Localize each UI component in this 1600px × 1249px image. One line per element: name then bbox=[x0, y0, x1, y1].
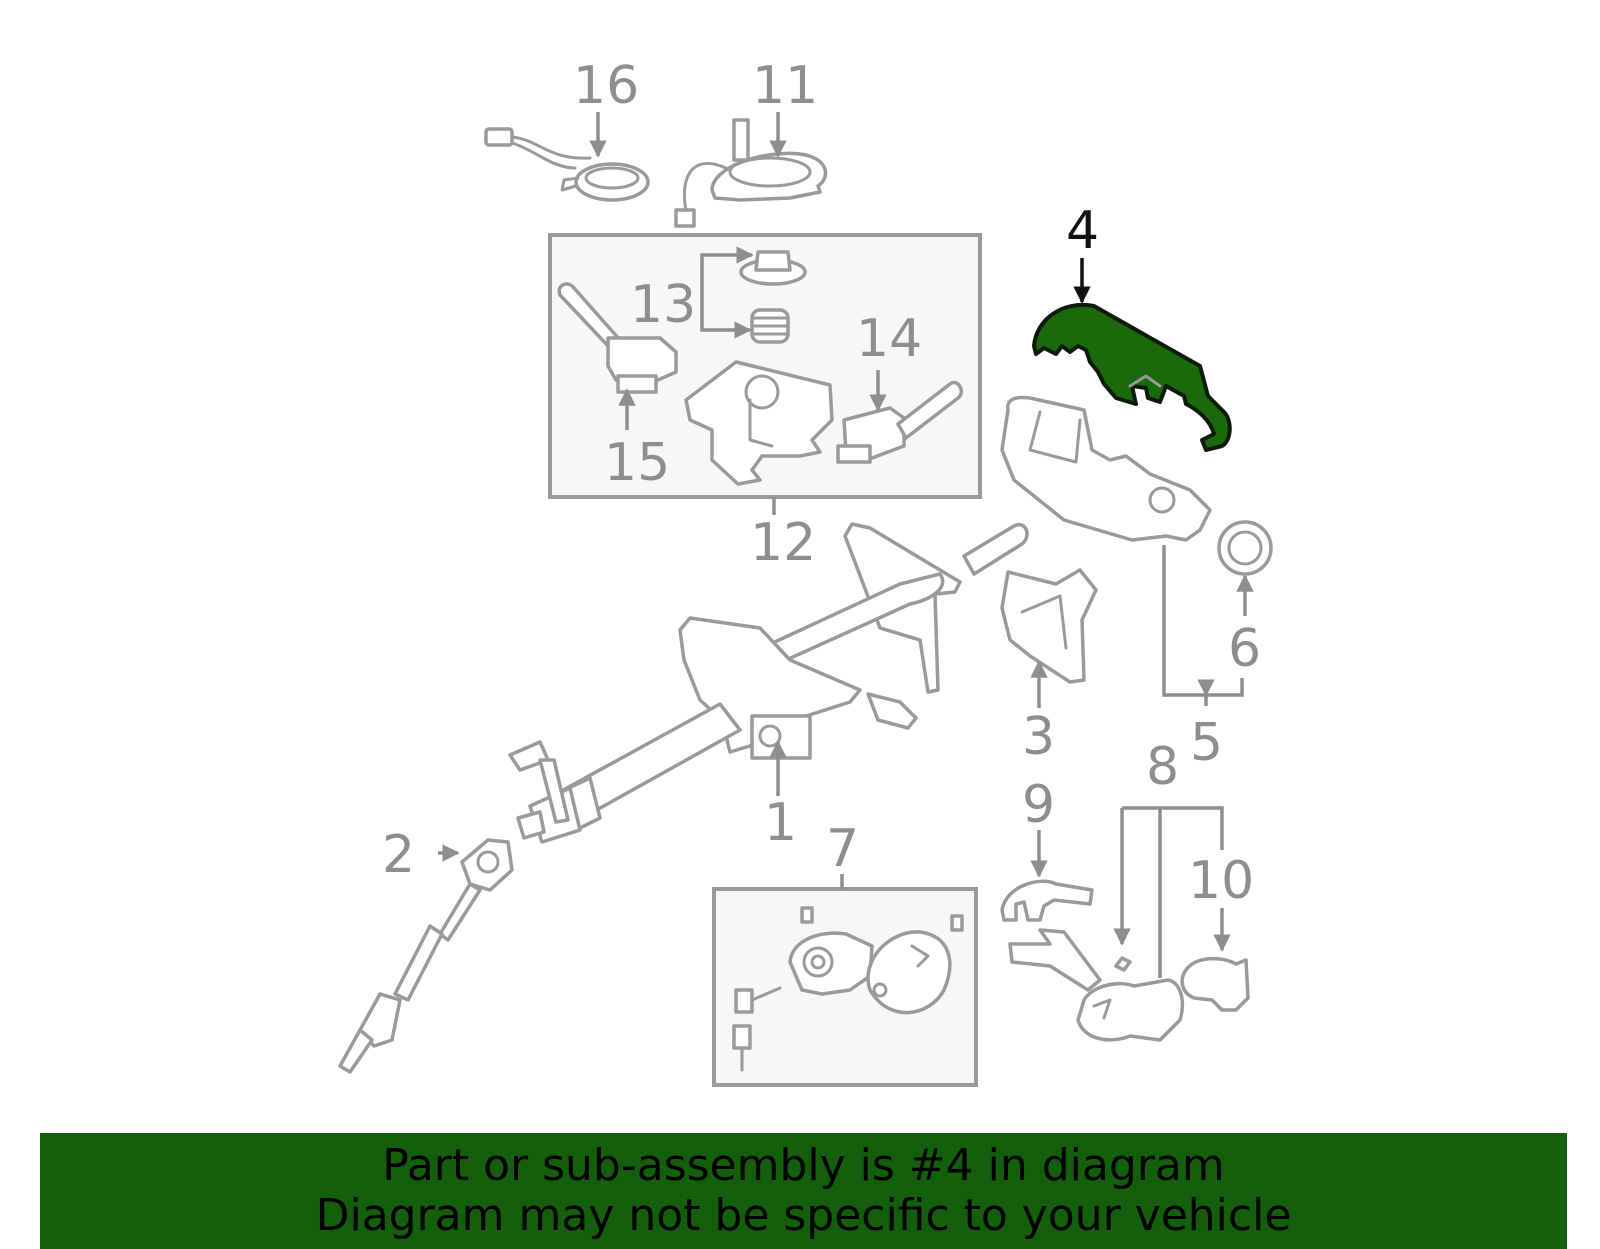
callout-3: 3 bbox=[1022, 707, 1055, 767]
part-5-lower-column-cover[interactable] bbox=[1000, 395, 1212, 542]
callout-14: 14 bbox=[856, 309, 922, 369]
banner-line-1: Part or sub-assembly is #4 in diagram bbox=[382, 1140, 1225, 1191]
callout-9: 9 bbox=[1022, 775, 1055, 835]
info-banner: Part or sub-assembly is #4 in diagram Di… bbox=[40, 1133, 1567, 1249]
part-11-clock-spring[interactable] bbox=[674, 118, 828, 228]
part-15-combination-switch[interactable] bbox=[557, 282, 678, 394]
part-16-horn-cable[interactable] bbox=[484, 127, 650, 202]
part-3-bracket[interactable] bbox=[1000, 568, 1098, 684]
part-9-clamp[interactable] bbox=[1000, 879, 1102, 992]
leader-5 bbox=[1162, 545, 1244, 706]
callout-15: 15 bbox=[604, 433, 670, 493]
callout-6: 6 bbox=[1228, 619, 1261, 679]
part-14-wiper-switch[interactable] bbox=[836, 380, 963, 464]
part-1-steering-column[interactable] bbox=[508, 522, 1029, 844]
callout-13: 13 bbox=[630, 275, 696, 335]
callout-1: 1 bbox=[764, 793, 797, 853]
callout-2: 2 bbox=[382, 825, 415, 885]
part-4-shape[interactable] bbox=[1032, 302, 1232, 452]
callout-8: 8 bbox=[1146, 737, 1179, 797]
part-12-switch-body[interactable] bbox=[684, 360, 834, 486]
part-4-upper-column-cover[interactable] bbox=[1032, 302, 1232, 452]
callout-10: 10 bbox=[1188, 851, 1254, 911]
callout-12: 12 bbox=[750, 513, 816, 573]
callout-11: 11 bbox=[752, 56, 818, 116]
part-7-key-cylinder-set[interactable] bbox=[732, 906, 964, 1072]
part-13-cancel-cam[interactable] bbox=[739, 250, 807, 344]
leader-13-top bbox=[700, 246, 754, 300]
leader-13-bottom bbox=[700, 300, 752, 339]
part-10-key-switch[interactable] bbox=[1180, 956, 1250, 1012]
leader-8 bbox=[1122, 806, 1224, 978]
part-6-ring[interactable] bbox=[1217, 520, 1273, 576]
callout-4: 4 bbox=[1066, 201, 1099, 261]
part-2-intermediate-shaft[interactable] bbox=[338, 838, 514, 1074]
callout-16: 16 bbox=[573, 56, 639, 116]
callout-5: 5 bbox=[1190, 713, 1223, 773]
callout-7: 7 bbox=[826, 819, 859, 879]
banner-line-2: Diagram may not be specific to your vehi… bbox=[315, 1190, 1292, 1241]
